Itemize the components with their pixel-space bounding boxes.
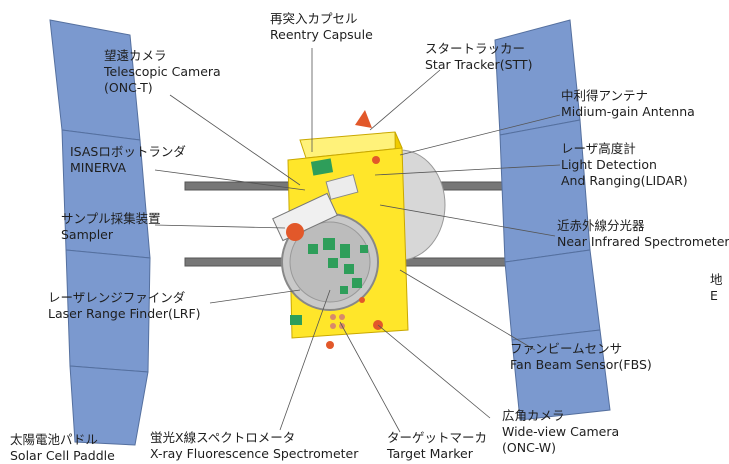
- star-tracker-label: スタートラッカー Star Tracker(STT): [425, 41, 532, 73]
- minerva-en: MINERVA: [70, 160, 127, 175]
- cut-off-edge-label: 地 E: [710, 272, 723, 304]
- medium-gain-antenna-jp: 中利得アンテナ: [561, 88, 649, 103]
- telescopic-camera-label: 望遠カメラ Telescopic Camera (ONC-T): [104, 48, 221, 96]
- spacecraft-body: [272, 110, 409, 349]
- lrf-en: Laser Range Finder(LRF): [48, 306, 201, 321]
- reentry-capsule-jp: 再突入カプセル: [270, 11, 358, 26]
- nirs-jp: 近赤外線分光器: [557, 218, 645, 233]
- xrs-jp: 蛍光X線スペクトロメータ: [150, 430, 296, 445]
- nirs-en: Near Infrared Spectrometer: [557, 234, 729, 249]
- cut-off-edge-line1: 地: [710, 272, 723, 287]
- sampler-en: Sampler: [61, 227, 114, 242]
- medium-gain-antenna-en: Midium-gain Antenna: [561, 104, 695, 119]
- xrs-label: 蛍光X線スペクトロメータ X-ray Fluorescence Spectrom…: [150, 430, 358, 462]
- right-solar-paddle: [494, 19, 611, 421]
- nirs-label: 近赤外線分光器 Near Infrared Spectrometer: [557, 218, 729, 250]
- green-instruments: [290, 158, 368, 325]
- onc-w-label: 広角カメラ Wide-view Camera (ONC-W): [502, 408, 619, 456]
- target-marker-label: ターゲットマーカ Target Marker: [387, 430, 487, 462]
- lidar-label: レーザ高度計 Light Detection And Ranging(LIDAR…: [561, 141, 688, 189]
- onc-w-jp: 広角カメラ: [502, 408, 565, 423]
- capsule-orange: [286, 223, 304, 241]
- left-solar-paddle: [49, 19, 151, 446]
- sampler-label: サンプル採集装置 Sampler: [61, 211, 161, 243]
- solar-paddle-label: 太陽電池パドル Solar Cell Paddle: [10, 432, 115, 464]
- lidar-en-line1: Light Detection: [561, 157, 657, 172]
- telescopic-camera-en: Telescopic Camera: [104, 64, 221, 79]
- star-tracker-jp: スタートラッカー: [425, 41, 526, 56]
- reentry-capsule-box: [325, 174, 359, 200]
- sampler-jp: サンプル採集装置: [61, 211, 161, 226]
- onc-w-code: (ONC-W): [502, 440, 557, 455]
- minerva-jp: ISASロボットランダ: [70, 144, 186, 159]
- solar-paddle-en: Solar Cell Paddle: [10, 448, 115, 463]
- target-marker-dots: [330, 314, 345, 329]
- medium-gain-antenna-label: 中利得アンテナ Midium-gain Antenna: [561, 88, 695, 120]
- solar-paddle-jp: 太陽電池パドル: [10, 432, 98, 447]
- lrf-label: レーザレンジファインダ Laser Range Finder(LRF): [48, 290, 201, 322]
- minerva-label: ISASロボットランダ MINERVA: [70, 144, 186, 176]
- leader-lines: [154, 48, 561, 433]
- fbs-label: ファンビームセンサ Fan Beam Sensor(FBS): [510, 341, 652, 373]
- cut-off-edge-line2: E: [710, 288, 718, 303]
- telescopic-camera-code: (ONC-T): [104, 80, 153, 95]
- target-marker-en: Target Marker: [387, 446, 473, 461]
- reentry-capsule-label: 再突入カプセル Reentry Capsule: [270, 11, 373, 43]
- lidar-en-line2: And Ranging(LIDAR): [561, 173, 688, 188]
- lidar-jp: レーザ高度計: [561, 141, 636, 156]
- telescopic-camera-jp: 望遠カメラ: [104, 48, 167, 63]
- reentry-capsule-en: Reentry Capsule: [270, 27, 373, 42]
- lrf-jp: レーザレンジファインダ: [48, 290, 186, 305]
- xrs-en: X-ray Fluorescence Spectrometer: [150, 446, 359, 461]
- fbs-jp: ファンビームセンサ: [510, 341, 623, 356]
- star-tracker-en: Star Tracker(STT): [425, 57, 533, 72]
- fbs-en: Fan Beam Sensor(FBS): [510, 357, 652, 372]
- target-marker-jp: ターゲットマーカ: [387, 430, 488, 445]
- onc-w-en: Wide-view Camera: [502, 424, 620, 439]
